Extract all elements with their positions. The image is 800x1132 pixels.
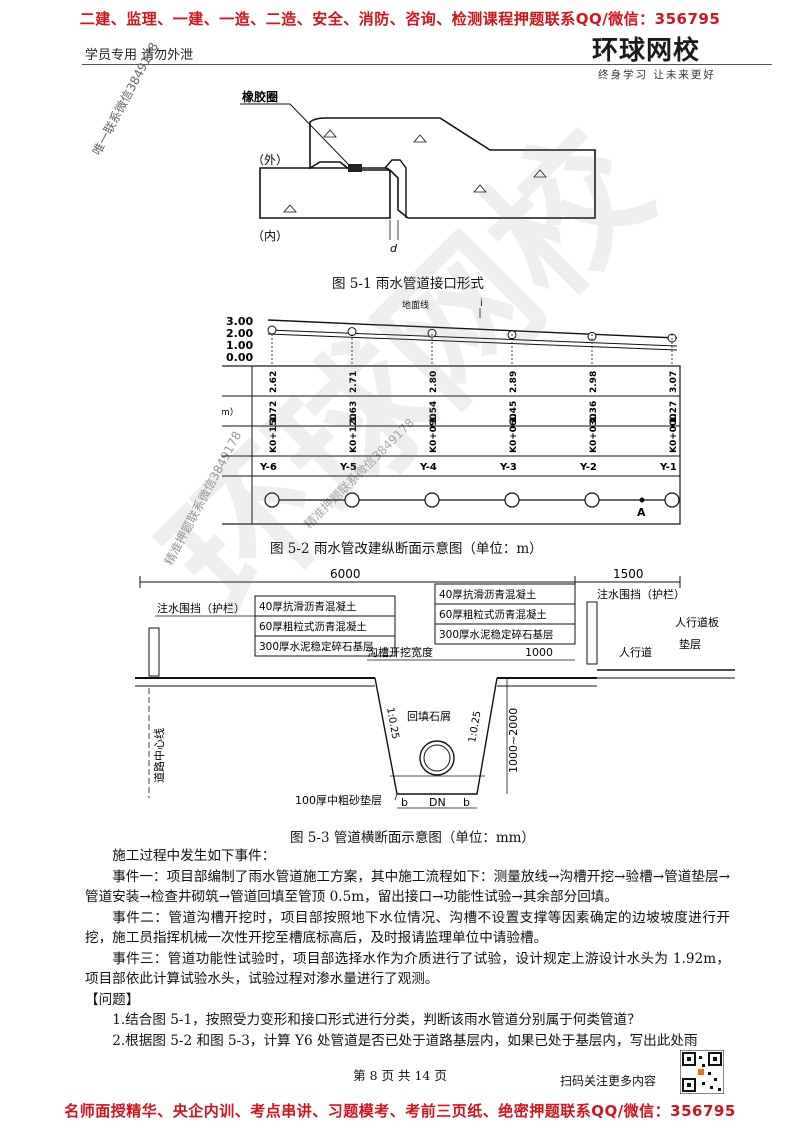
elev-label-2: 2.00 (226, 327, 253, 340)
layer-right-2: 60厚粗粒式沥青混凝土 (439, 608, 547, 621)
b1-right-label: b (463, 796, 470, 809)
logo: 环球网校 终身学习 让未来更好 (592, 30, 752, 81)
fig2-row-label: 井（管）内底高程（m） (222, 406, 239, 418)
layer-left-1: 40厚抗滑沥青混凝土 (259, 600, 356, 613)
layer-right-3: 300厚水泥稳定碎石基层 (439, 628, 554, 641)
plan-well-circle (424, 492, 440, 508)
well-id: Y-6 (259, 462, 277, 473)
well-id: Y-5 (339, 462, 357, 473)
trench-width-label: 沟槽开挖宽度 (367, 645, 433, 659)
well-ground-value: 2.71 (349, 371, 359, 393)
fig2-table-grid: 地面高程井（管）内底高程（m）检查井桩号检查井编号平面示意图 (222, 366, 680, 524)
well-invert-value: 1.27 (669, 401, 679, 423)
dim-1000: 1000 (525, 646, 553, 659)
inside-label: （内） (252, 229, 288, 243)
slope-label: i (480, 298, 483, 309)
bottom-banner: 名师面授精华、央企内训、考点串讲、习题模考、考前三页纸、绝密押题联系QQ/微信：… (64, 1102, 736, 1120)
layer-left-3: 300厚水泥稳定碎石基层 (259, 640, 374, 653)
elev-label-0: 0.00 (226, 351, 253, 364)
layer-left-2: 60厚粗粒式沥青混凝土 (259, 620, 367, 633)
logo-name: 环球网校 (592, 36, 701, 66)
well-station-value: K0+090 (429, 413, 439, 453)
sidewalk-slab-label: 人行道板 (675, 615, 719, 629)
well-ground-value: 2.80 (429, 371, 439, 393)
well-invert-value: 1.72 (269, 401, 279, 423)
well-ground-value: 2.98 (589, 371, 599, 393)
fig2-longitudinal-profile: 3.00 2.00 1.00 0.00 地面线 i 地面高程井（管）内底高程（m… (222, 298, 681, 525)
scan-note: 扫码关注更多内容 (560, 1074, 657, 1088)
plan-well-circle (344, 492, 360, 508)
student-note: 学员专用 请勿外泄 (85, 48, 194, 63)
plan-well-circle (264, 492, 280, 508)
page-number: 第 8 页 共 14 页 (353, 1068, 447, 1083)
plan-well-circle (664, 492, 680, 508)
profile-well-marker (427, 328, 437, 338)
sidewalk-label: 人行道 (619, 645, 652, 659)
dn-label: DN (429, 796, 446, 809)
event2-text: 事件二：管道沟槽开挖时，项目部按照地下水位情况、沟槽不设置支撑等因素确定的边坡坡… (85, 909, 730, 947)
well-station-value: K0+000 (669, 413, 679, 453)
well-ground-value: 2.89 (509, 371, 519, 393)
guard-right-label: 注水围挡（护栏） (597, 587, 685, 601)
ground-line-label: 地面线 (402, 299, 429, 311)
profile-well-marker (267, 325, 277, 335)
intro-text: 施工过程中发生如下事件： (112, 848, 276, 864)
centerline-label: 道路中心线 (152, 728, 166, 783)
pipe-section (419, 740, 455, 776)
backfill-label: 回填石屑 (407, 709, 451, 723)
well-invert-value: 1.36 (589, 401, 599, 423)
sand-bed-label: 100厚中粗砂垫层 (295, 793, 382, 807)
top-banner: 二建、监理、一建、一造、二造、安全、消防、咨询、检测课程押题联系QQ/微信：35… (79, 10, 721, 28)
cushion-label: 垫层 (679, 637, 701, 651)
question-header: 【问题】 (85, 991, 140, 1008)
point-a-label: A (637, 506, 646, 519)
well-ground-value: 3.07 (669, 371, 679, 393)
slope-right-label: 1:0.25 (467, 710, 483, 743)
well-ground-value: 2.62 (269, 371, 279, 393)
rubber-ring-label: 橡胶圈 (242, 90, 278, 104)
elev-label-1: 1.00 (226, 339, 253, 352)
fig2-caption: 图 5-2 雨水管改建纵断面示意图（单位：m） (270, 541, 543, 557)
question-1: 1.结合图 5-1，按照受力变形和接口形式进行分类，判断该雨水管道分别属于何类管… (112, 1012, 641, 1028)
event3-text: 事件三：管道功能性试验时，项目部选择水作为介质进行了试验，设计规定上游设计水头为… (85, 950, 730, 988)
well-station-value: K0+060 (509, 413, 519, 453)
profile-well-marker (587, 331, 597, 341)
body-text: 施工过程中发生如下事件： 事件一：项目部编制了雨水管道施工方案，其中施工流程如下… (85, 846, 730, 1051)
elev-label-3: 3.00 (226, 315, 253, 328)
b1-left-label: b (401, 796, 408, 809)
well-id: Y-1 (659, 462, 677, 473)
well-id: Y-4 (419, 462, 437, 473)
guard-left-label: 注水围挡（护栏） (157, 601, 245, 615)
gap-label: d (390, 242, 398, 255)
well-id: Y-3 (499, 462, 517, 473)
plan-well-circle (584, 492, 600, 508)
well-station-value: K0+030 (589, 413, 599, 453)
outside-label: （外） (252, 153, 288, 167)
fig3-caption: 图 5-3 管道横断面示意图（单位：mm） (290, 830, 535, 846)
fig3-cross-section: 6000 1500 注水围挡（护栏） 40厚抗滑沥青混凝土 60厚粗粒式沥青混凝… (135, 568, 735, 809)
event1-text: 事件一：项目部编制了雨水管道施工方案，其中施工流程如下：测量放线→沟槽开挖→验槽… (85, 868, 730, 906)
rubber-ring-shape (348, 164, 362, 172)
depth-label: 1000~2000 (507, 708, 520, 773)
dim-1500: 1500 (613, 568, 644, 581)
dim-6000: 6000 (330, 568, 361, 581)
question-2: 2.根据图 5-2 和图 5-3，计算 Y6 处管道是否已处于道路基层内，如果已… (112, 1032, 698, 1049)
slope-left-label: 1:0.25 (384, 707, 400, 740)
logo-slogan: 终身学习 让未来更好 (598, 69, 716, 81)
fig1-pipe-joint-diagram: 橡胶圈 （外） （内） d (240, 90, 596, 255)
well-station-value: K0+150 (269, 413, 279, 453)
well-invert-value: 1.45 (509, 401, 519, 423)
well-invert-value: 1.63 (349, 401, 359, 423)
well-invert-value: 1.54 (429, 401, 439, 423)
well-id: Y-2 (579, 462, 597, 473)
well-station-value: K0+120 (349, 413, 359, 453)
layer-right-1: 40厚抗滑沥青混凝土 (439, 588, 536, 601)
fig1-caption: 图 5-1 雨水管道接口形式 (332, 276, 484, 292)
qr-code-icon[interactable] (680, 1050, 724, 1094)
plan-well-circle (504, 492, 520, 508)
header-rule (82, 64, 772, 65)
